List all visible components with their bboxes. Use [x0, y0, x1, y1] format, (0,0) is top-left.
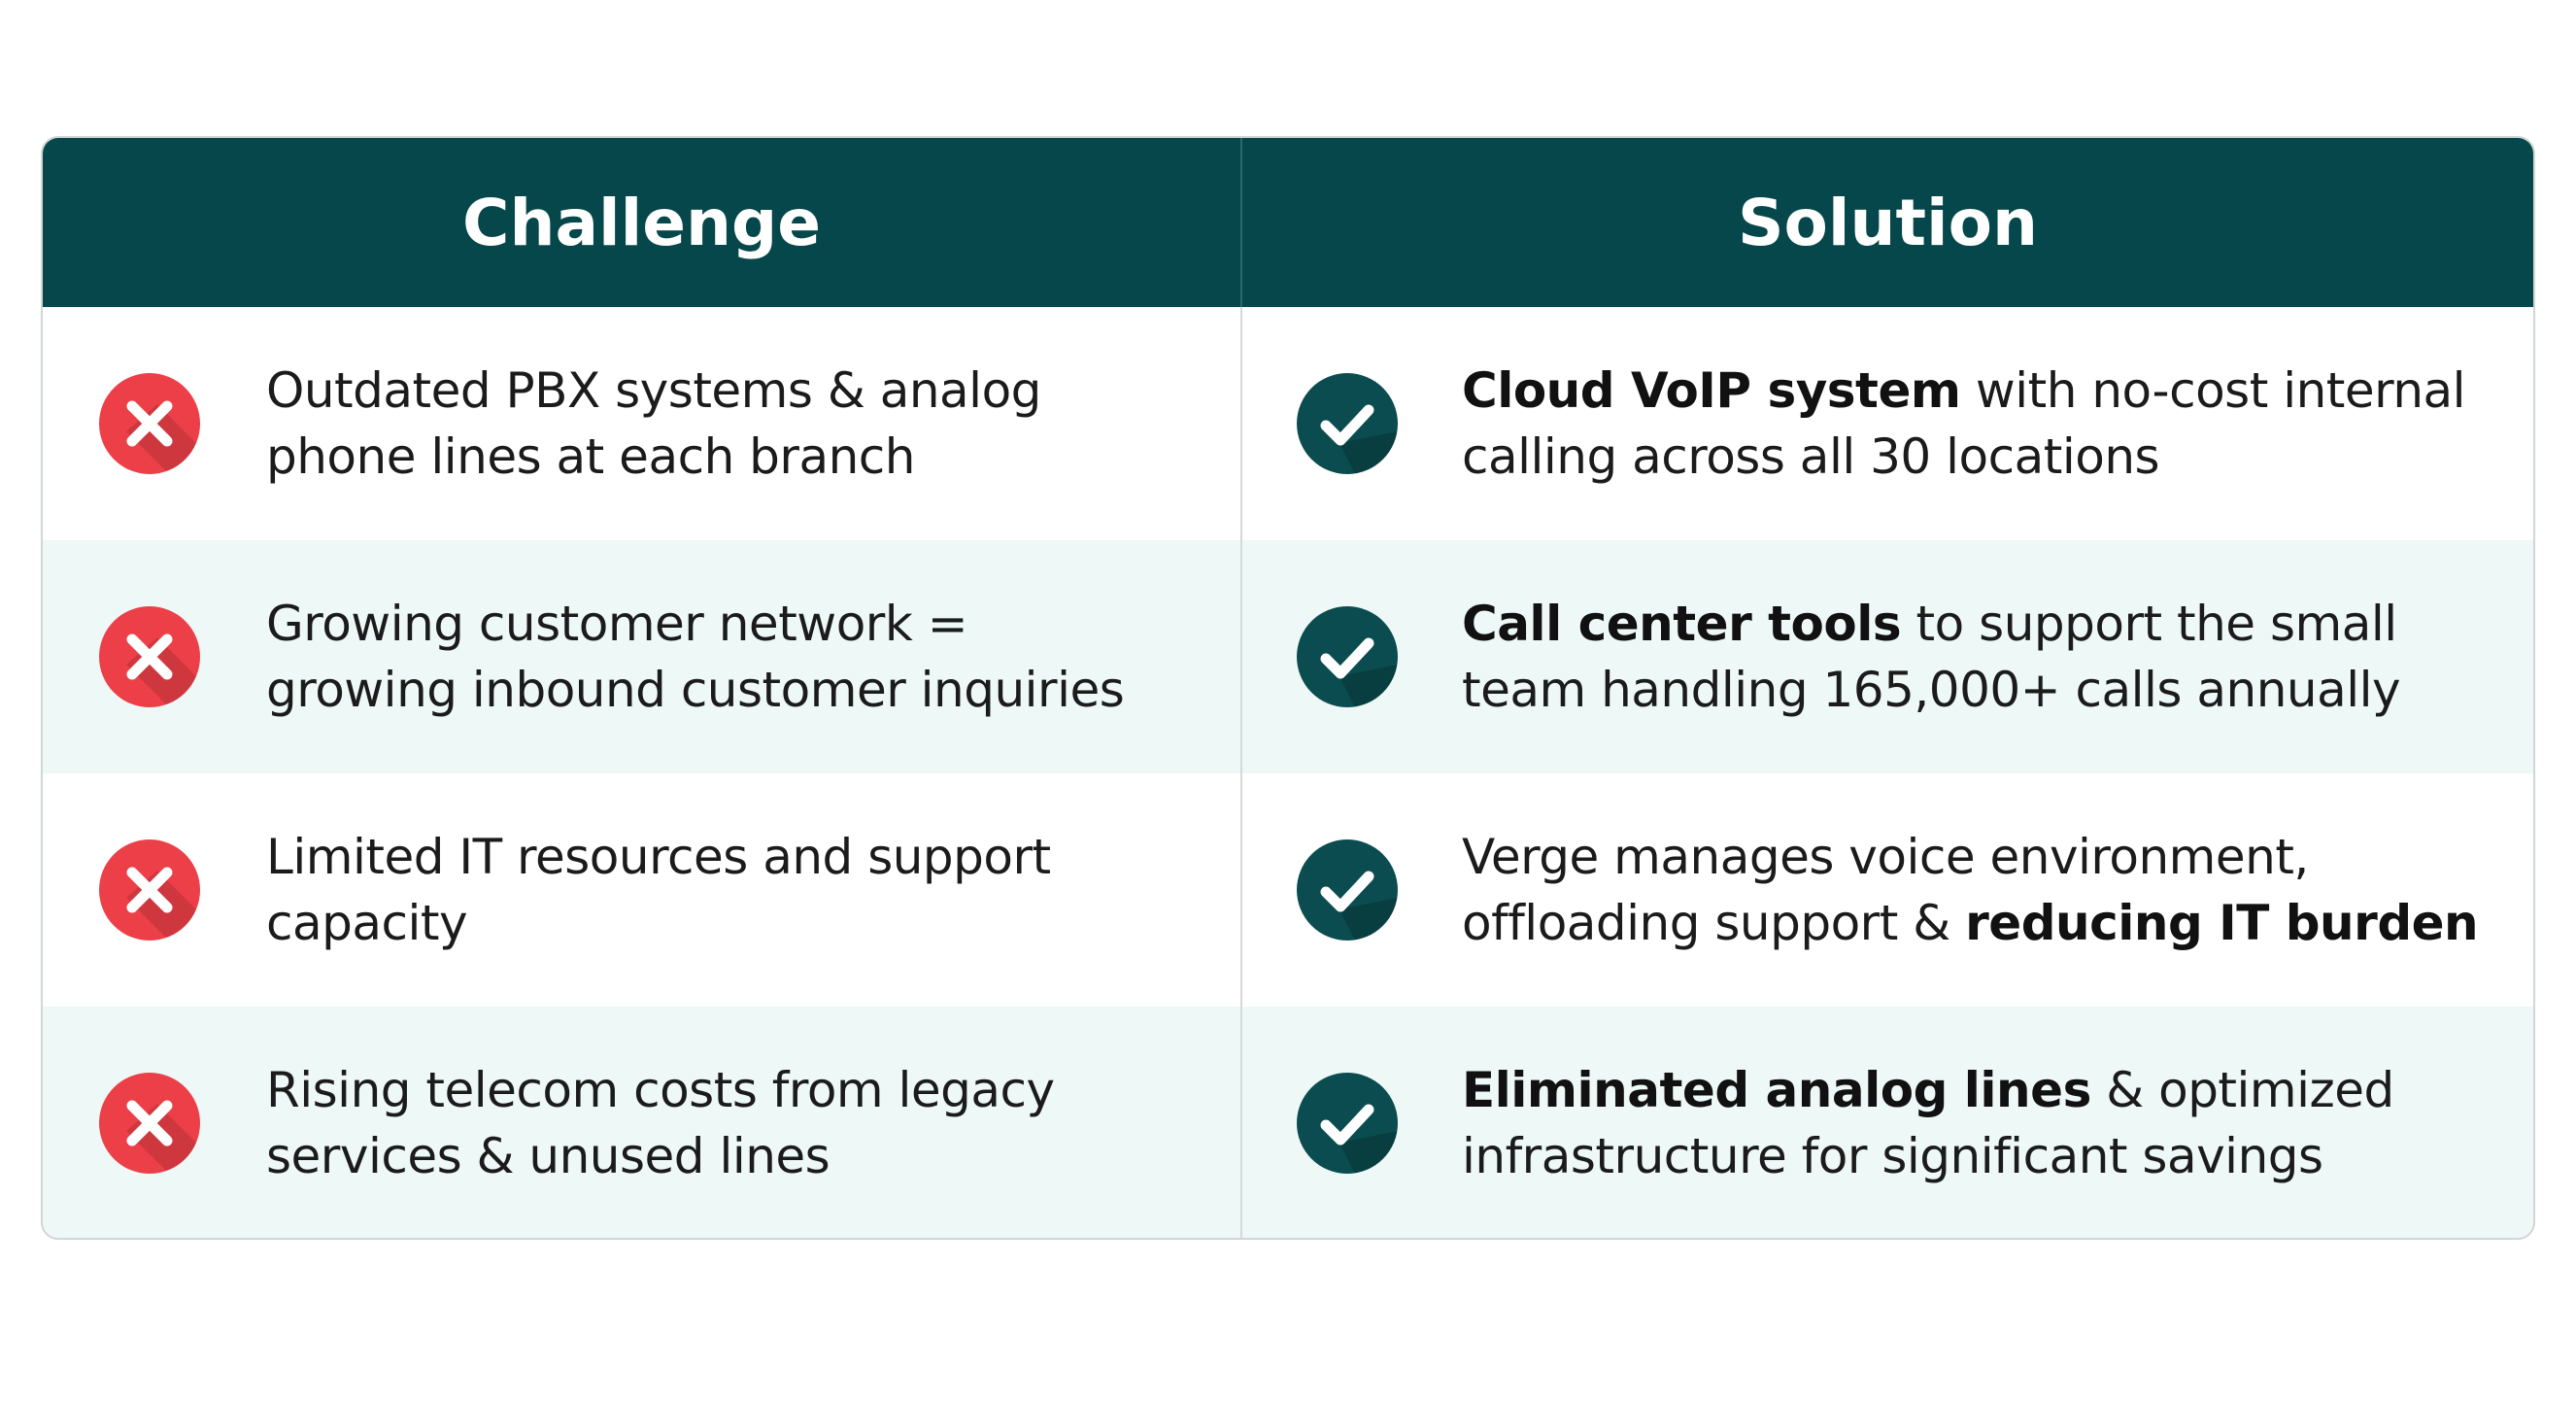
solution-line-2: infrastructure for significant savings [1462, 1128, 2323, 1184]
challenge-line-1: Growing customer network = [266, 596, 968, 652]
challenge-cell: Limited IT resources and support capacit… [43, 773, 1242, 1007]
solution-header: Solution [1738, 185, 2038, 260]
challenge-text: Limited IT resources and support capacit… [266, 824, 1237, 956]
table-row: Limited IT resources and support capacit… [43, 773, 2533, 1007]
solution-text: Eliminated analog lines & optimized infr… [1462, 1057, 2533, 1189]
solution-line-1: with no-cost internal [1960, 362, 2466, 419]
challenge-line-2: phone lines at each branch [266, 428, 915, 485]
challenge-text: Rising telecom costs from legacy service… [266, 1057, 1237, 1189]
table-row: Growing customer network = growing inbou… [43, 540, 2533, 773]
challenge-line-1: Rising telecom costs from legacy [266, 1062, 1055, 1118]
challenge-line-2: services & unused lines [266, 1128, 830, 1184]
table-header: Challenge Solution [43, 138, 2533, 307]
challenge-text: Outdated PBX systems & analog phone line… [266, 358, 1237, 490]
x-circle-icon [99, 606, 200, 707]
solution-line-2: calling across all 30 locations [1462, 428, 2160, 485]
challenge-line-2: growing inbound customer inquiries [266, 662, 1125, 718]
check-circle-icon [1297, 1073, 1398, 1174]
solution-line-2: offloading support & [1462, 895, 1966, 951]
check-circle-icon [1297, 606, 1398, 707]
challenge-cell: Rising telecom costs from legacy service… [43, 1007, 1242, 1238]
solution-line-1: & optimized [2090, 1062, 2394, 1118]
challenge-solution-table: Challenge Solution Outdated PBX systems … [41, 136, 2535, 1240]
solution-cell: Cloud VoIP system with no-cost internal … [1242, 307, 2533, 540]
solution-line-1: to support the small [1901, 596, 2398, 652]
solution-cell: Verge manages voice environment, offload… [1242, 773, 2533, 1007]
challenge-cell: Growing customer network = growing inbou… [43, 540, 1242, 773]
solution-bold: Cloud VoIP system [1462, 362, 1961, 419]
solution-text: Call center tools to support the small t… [1462, 591, 2533, 723]
check-circle-icon [1297, 373, 1398, 474]
solution-bold: reducing IT burden [1965, 895, 2479, 951]
challenge-line-2: capacity [266, 895, 468, 951]
solution-line-1: Verge manages voice environment, [1462, 829, 2309, 885]
solution-cell: Call center tools to support the small t… [1242, 540, 2533, 773]
challenge-line-1: Limited IT resources and support [266, 829, 1051, 885]
challenge-header: Challenge [43, 138, 1242, 307]
solution-bold: Eliminated analog lines [1462, 1062, 2091, 1118]
challenge-line-1: Outdated PBX systems & analog [266, 362, 1041, 419]
x-circle-icon [99, 373, 200, 474]
solution-bold: Call center tools [1462, 596, 1902, 652]
solution-text: Verge manages voice environment, offload… [1462, 824, 2533, 956]
challenge-cell: Outdated PBX systems & analog phone line… [43, 307, 1242, 540]
solution-text: Cloud VoIP system with no-cost internal … [1462, 358, 2533, 490]
x-circle-icon [99, 1073, 200, 1174]
table-row: Rising telecom costs from legacy service… [43, 1007, 2533, 1238]
check-circle-icon [1297, 839, 1398, 941]
solution-line-2: team handling 165,000+ calls annually [1462, 662, 2401, 718]
challenge-text: Growing customer network = growing inbou… [266, 591, 1237, 723]
solution-cell: Eliminated analog lines & optimized infr… [1242, 1007, 2533, 1238]
table-row: Outdated PBX systems & analog phone line… [43, 307, 2533, 540]
x-circle-icon [99, 839, 200, 941]
